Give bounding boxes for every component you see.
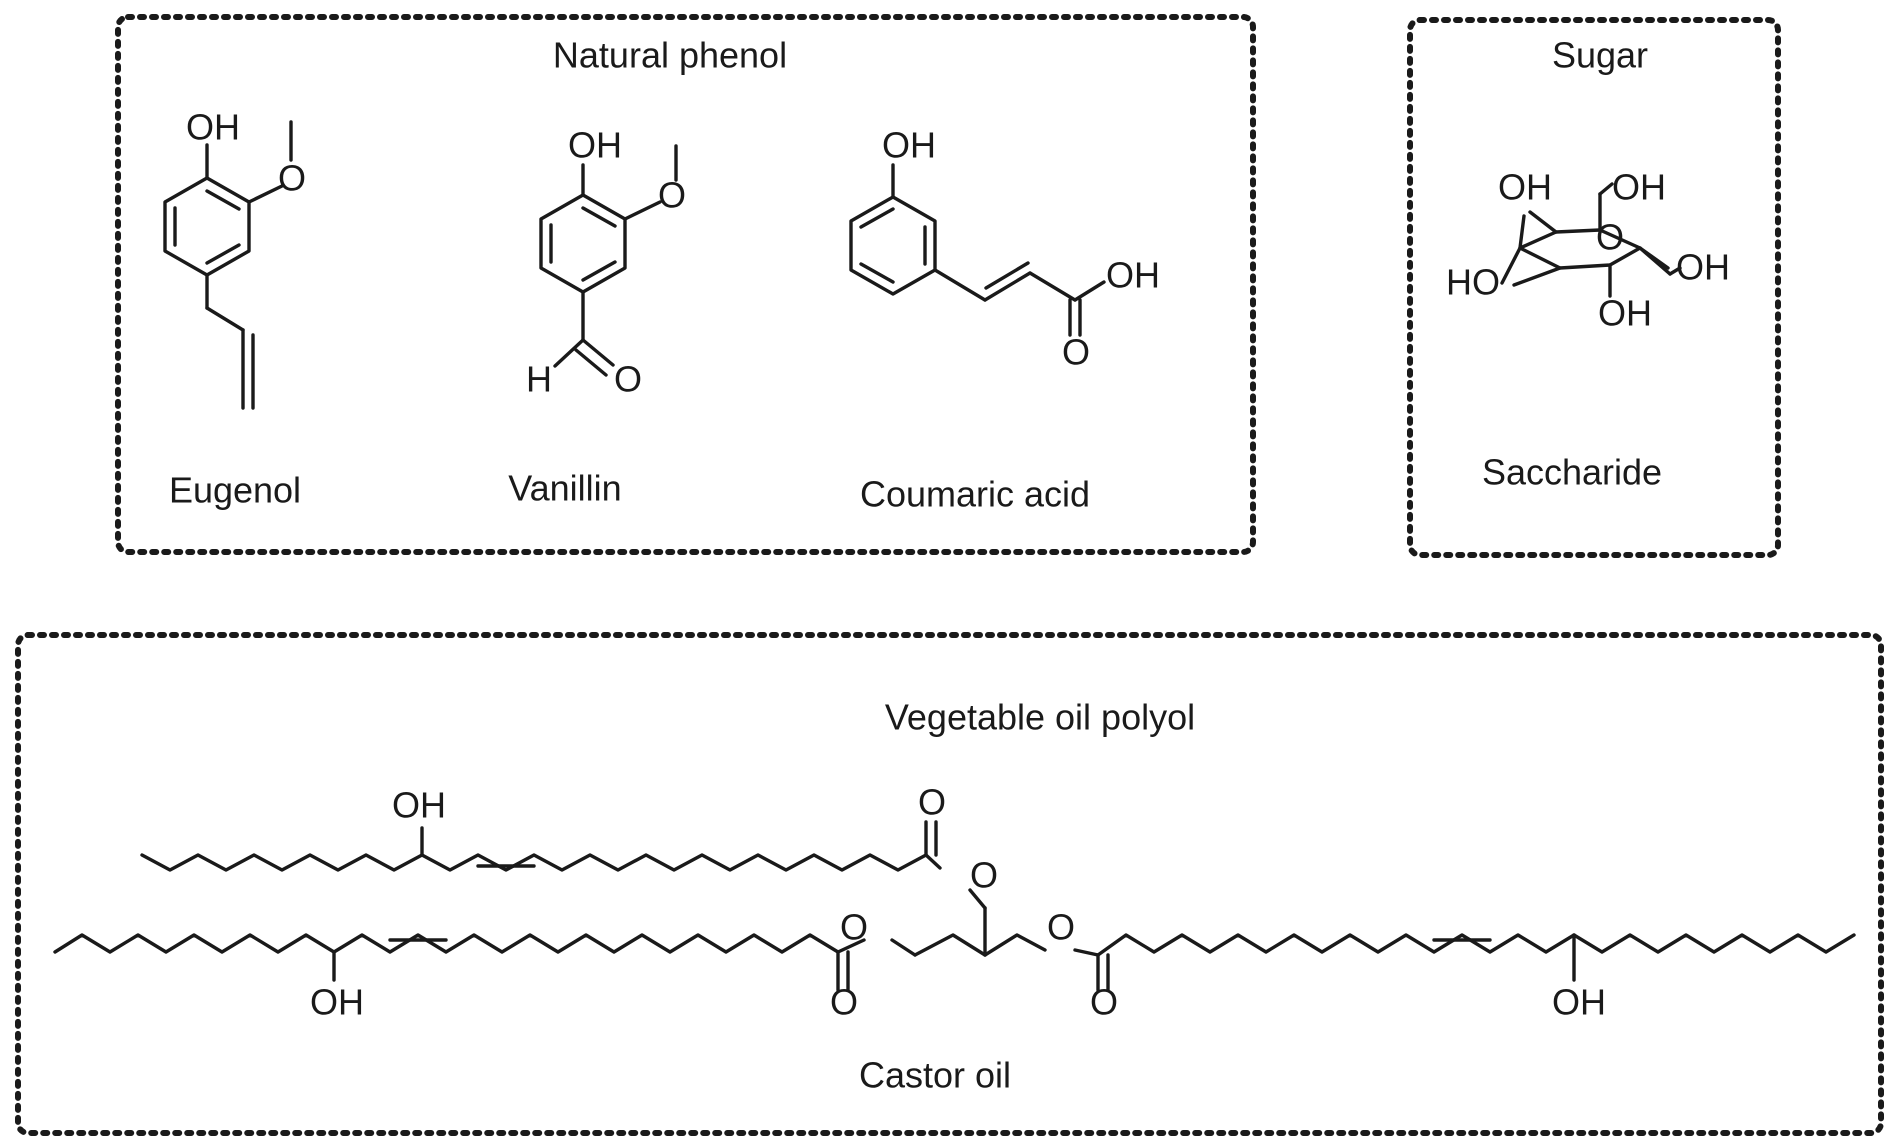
eugenol-ether-oxygen-label: O: [278, 158, 306, 199]
castor-oil-top-carbonyl-oxygen-label: O: [918, 782, 946, 823]
vanillin-name: Vanillin: [508, 468, 621, 509]
castor-oil-left-hydroxyl-label: OH: [310, 982, 364, 1023]
castor-oil-left-ester-oxygen-label: O: [840, 907, 868, 948]
saccharide-bonds: [1500, 182, 1682, 298]
castor-oil-left-carbonyl-oxygen-label: O: [830, 982, 858, 1023]
vegetable-oil-polyol-title: Vegetable oil polyol: [885, 697, 1195, 738]
vanillin-aldehyde-hydrogen-label: H: [526, 359, 552, 400]
vegetable-oil-polyol-group: Vegetable oil polyol: [15, 632, 1884, 1136]
vanillin-ether-oxygen-label: O: [658, 175, 686, 216]
saccharide-name: Saccharide: [1482, 452, 1662, 493]
castor-oil-structure: OH O O OH O O O O OH: [53, 782, 1856, 1023]
eugenol-name: Eugenol: [169, 470, 301, 511]
castor-oil-right-ester-oxygen-label: O: [1047, 907, 1075, 948]
vanillin-structure: OH O H O Vanillin: [508, 125, 686, 509]
saccharide-ring-oxygen-label: O: [1596, 217, 1624, 258]
coumaric-acid-name: Coumaric acid: [860, 474, 1090, 515]
saccharide-hydroxyl-right-label: OH: [1676, 247, 1730, 288]
sugar-box: [1407, 17, 1781, 558]
natural-phenol-group: Natural phenol OH O Eugenol: [115, 14, 1256, 555]
sugar-title: Sugar: [1552, 35, 1648, 76]
eugenol-hydroxyl-label: OH: [186, 107, 240, 148]
coumaric-acid-hydroxyl-label: OH: [882, 125, 936, 166]
vanillin-bonds: [539, 144, 678, 377]
castor-oil-top-ester-oxygen-label: O: [970, 855, 998, 896]
sugar-group: Sugar OH OH O HO OH OH Saccharide: [1407, 17, 1781, 558]
natural-phenol-box: [115, 14, 1256, 555]
castor-oil-right-carbonyl-oxygen-label: O: [1090, 982, 1118, 1023]
coumaric-acid-carbonyl-oxygen-label: O: [1062, 332, 1090, 373]
castor-oil-right-hydroxyl-label: OH: [1552, 982, 1606, 1023]
coumaric-acid-acid-hydroxyl-label: OH: [1106, 255, 1160, 296]
saccharide-structure: OH OH O HO OH OH: [1446, 167, 1730, 334]
coumaric-acid-structure: OH OH O Coumaric acid: [849, 125, 1160, 515]
castor-oil-top-hydroxyl-label: OH: [392, 785, 446, 826]
saccharide-hydroxyl-top-left-label: OH: [1498, 167, 1552, 208]
castor-oil-bonds: [53, 820, 1856, 992]
coumaric-acid-bonds: [849, 163, 1106, 337]
vegetable-oil-polyol-box: [15, 632, 1884, 1136]
saccharide-hydroxyl-left-label: HO: [1446, 262, 1500, 303]
vanillin-aldehyde-oxygen-label: O: [614, 359, 642, 400]
saccharide-hydroxyl-bottom-label: OH: [1598, 293, 1652, 334]
vanillin-hydroxyl-label: OH: [568, 125, 622, 166]
eugenol-structure: OH O Eugenol: [163, 107, 306, 511]
castor-oil-name: Castor oil: [859, 1055, 1011, 1096]
eugenol-bonds: [163, 120, 293, 410]
saccharide-hydroxymethyl-label: OH: [1612, 167, 1666, 208]
natural-phenol-title: Natural phenol: [553, 35, 787, 76]
